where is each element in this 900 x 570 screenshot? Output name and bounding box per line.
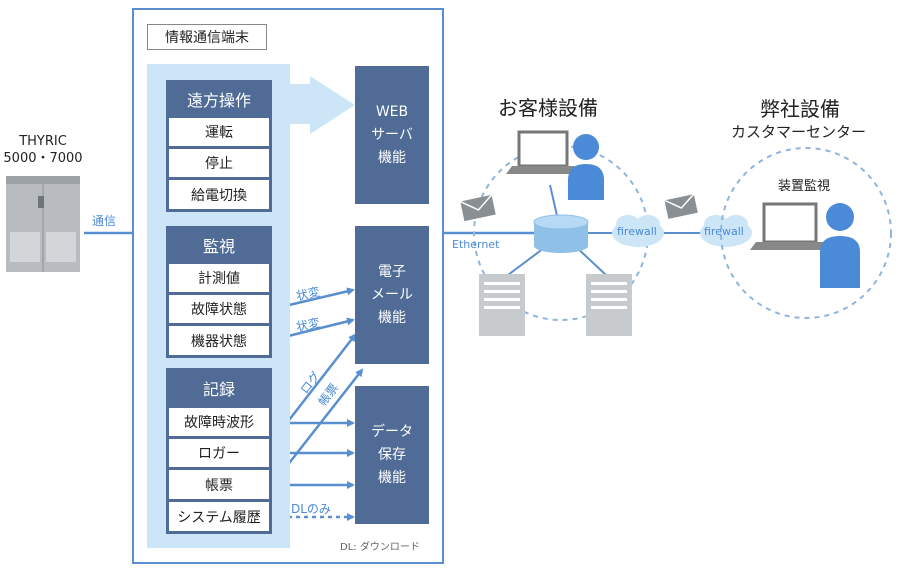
- customer-user-icon: [568, 134, 604, 200]
- terminal-title: 情報通信端末: [147, 24, 267, 50]
- server-right-icon: [586, 274, 632, 336]
- firewall-cloud-company: [700, 215, 752, 247]
- device-model: 5000・7000: [3, 151, 83, 166]
- device-label: THYRIC 5000・7000: [0, 133, 86, 167]
- item-system-history: システム履歴: [168, 501, 270, 532]
- link-label: 通信: [92, 214, 117, 228]
- item-logger: ロガー: [168, 438, 270, 468]
- data-line-3: 機能: [378, 469, 406, 486]
- web-line-3: 機能: [378, 149, 406, 166]
- company-laptop-icon: [750, 202, 830, 250]
- monitor-label: 装置監視: [778, 179, 831, 194]
- dl-note: DL: ダウンロード: [340, 542, 420, 553]
- item-report: 帳票: [168, 469, 270, 500]
- data-line-1: データ: [371, 423, 413, 440]
- data-line-2: 保存: [378, 446, 406, 463]
- router-icon: [533, 214, 589, 253]
- mail-line-1: 電子: [378, 263, 406, 280]
- group-remote-operation-head: 遠方操作: [166, 82, 272, 116]
- web-line-1: WEB: [375, 103, 409, 120]
- customer-laptop-icon: [506, 130, 580, 174]
- item-equipment-status: 機器状態: [168, 325, 270, 356]
- group-monitoring-head: 監視: [166, 228, 272, 262]
- data-storage-function: データ 保存 機能: [355, 386, 429, 524]
- customer-title: お客様設備: [498, 96, 598, 120]
- firewall-label-company: firewall: [704, 225, 744, 238]
- remote-op-big-arrow: [290, 76, 355, 134]
- firewall-cloud-customer: [612, 215, 664, 247]
- item-fault-waveform: 故障時波形: [168, 407, 270, 437]
- thyric-cabinet-icon: [6, 176, 80, 272]
- server-left-icon: [479, 274, 525, 336]
- mail-line-3: 機能: [378, 309, 406, 326]
- item-power-switch: 給電切換: [168, 179, 270, 210]
- mail-envelope-icon-wan: [664, 193, 698, 219]
- item-measurement: 計測値: [168, 263, 270, 293]
- web-server-function: WEB サーバ 機能: [355, 66, 429, 204]
- ethernet-label: Ethernet: [452, 238, 500, 251]
- mail-envelope-icon-customer: [459, 194, 496, 222]
- company-network-circle: [720, 147, 892, 319]
- mail-line-2: メール: [371, 286, 413, 303]
- terminal-frame: [132, 8, 444, 564]
- group-record-head: 記録: [166, 370, 272, 406]
- firewall-label-customer: firewall: [617, 225, 657, 238]
- web-line-2: サーバ: [371, 126, 413, 143]
- item-stop: 停止: [168, 148, 270, 178]
- company-operator-icon: [820, 203, 860, 288]
- item-run: 運転: [168, 117, 270, 147]
- item-fault-status: 故障状態: [168, 294, 270, 324]
- company-title: 弊社設備: [760, 97, 840, 121]
- company-subtitle: カスタマーセンター: [731, 123, 867, 141]
- device-name: THYRIC: [19, 134, 67, 149]
- email-function: 電子 メール 機能: [355, 226, 429, 364]
- dl-only-label: DLのみ: [291, 502, 331, 516]
